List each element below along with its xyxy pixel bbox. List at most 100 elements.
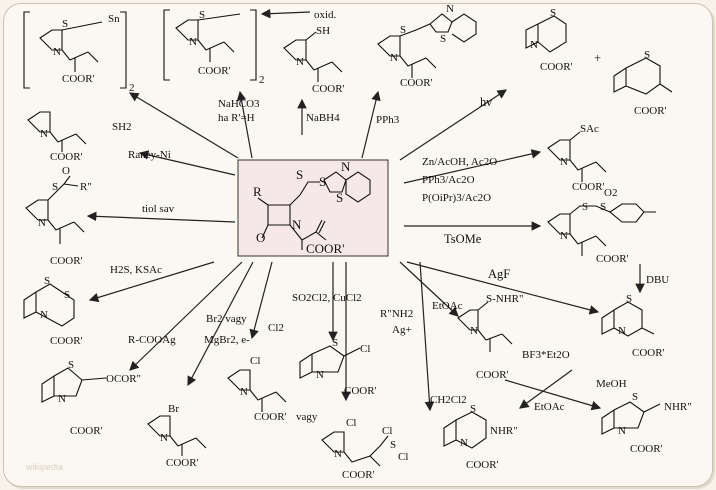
product-sulfenamide: N S-NHR" COOR'	[457, 293, 524, 381]
reagent-h2s: H2S, KSAc	[110, 264, 162, 276]
reagent-tiolsav: tiol sav	[142, 203, 175, 215]
svg-text:N: N	[40, 128, 48, 140]
svg-text:N: N	[618, 325, 626, 337]
reagent-pph3: PPh3	[376, 114, 400, 126]
reagent-rcooag: R-COOAg	[128, 334, 176, 346]
reagent-raney: Raney-Ni	[128, 149, 171, 161]
svg-text:COOR': COOR'	[198, 65, 231, 77]
svg-text:N: N	[160, 432, 168, 444]
center-ester: COOR'	[306, 241, 344, 256]
reagent-mgbr2: MgBr2, e-	[204, 334, 250, 346]
svg-text:R": R"	[80, 181, 92, 193]
svg-text:COOR': COOR'	[400, 77, 433, 89]
svg-text:COOR': COOR'	[540, 61, 573, 73]
svg-text:N: N	[38, 217, 46, 229]
svg-text:S: S	[199, 9, 205, 21]
svg-text:O: O	[62, 165, 70, 177]
svg-text:COOR': COOR'	[344, 385, 377, 397]
svg-text:NHR": NHR"	[490, 425, 518, 437]
svg-text:N: N	[390, 52, 398, 64]
svg-text:N: N	[189, 36, 197, 48]
svg-text:COOR': COOR'	[62, 73, 95, 85]
svg-text:S: S	[600, 201, 606, 213]
product-cephem-photolysis: S N COOR' + S COOR'	[525, 7, 673, 117]
product-benzothiazole-sulfide: S N COOR' N S	[377, 3, 477, 89]
reagent-rnh2: R"NH2	[380, 308, 413, 320]
svg-text:N: N	[446, 3, 454, 15]
reagent-cl2: Cl2	[268, 322, 284, 334]
reagent-etoac2: EtOAc	[534, 401, 565, 413]
reagent-zn: Zn/AcOH, Ac2O	[422, 156, 497, 168]
reagent-bf3: BF3*Et2O	[522, 349, 570, 361]
svg-text:OCOR": OCOR"	[106, 373, 141, 385]
svg-text:N: N	[240, 386, 248, 398]
reagent-ag: Ag+	[392, 324, 412, 336]
product-bromo: Br N COOR'	[147, 403, 207, 469]
svg-text:N: N	[470, 325, 478, 337]
svg-text:COOR': COOR'	[50, 335, 83, 347]
svg-text:COOR': COOR'	[634, 105, 667, 117]
product-thiosulfonate: S S O2 N COOR'	[547, 187, 656, 265]
svg-text:COOR': COOR'	[476, 369, 509, 381]
svg-text:N: N	[334, 448, 342, 460]
reagent-poipr: P(OiPr)3/Ac2O	[422, 192, 491, 204]
svg-text:S: S	[626, 293, 632, 305]
svg-text:N: N	[560, 156, 568, 168]
reagent-hv: hν	[480, 95, 492, 109]
watermark: wikipedia	[25, 462, 63, 472]
product-desulfurized: N SH2 COOR'	[27, 111, 132, 163]
reagent-nahco3: NaHCO3	[218, 98, 260, 110]
product-chloro: Cl N COOR' vagy	[227, 355, 318, 423]
svg-text:COOR': COOR'	[70, 425, 103, 437]
center-n: N	[292, 217, 302, 232]
product-dichloro-sulfenyl: Cl N Cl S Cl COOR'	[321, 417, 408, 481]
center-thiazole-n: N	[341, 159, 351, 174]
svg-text:S: S	[550, 7, 556, 19]
center-r: R	[253, 184, 262, 199]
svg-text:S: S	[632, 391, 638, 403]
svg-text:N: N	[296, 56, 304, 68]
svg-text:N: N	[460, 437, 468, 449]
svg-text:S: S	[400, 24, 406, 36]
svg-text:S: S	[44, 275, 50, 287]
reagent-nabh4: NaBH4	[306, 112, 340, 124]
svg-text:COOR': COOR'	[596, 253, 629, 265]
center-box	[237, 159, 389, 257]
svg-text:N: N	[40, 309, 48, 321]
svg-text:N: N	[316, 369, 324, 381]
svg-text:S-NHR": S-NHR"	[486, 293, 524, 305]
reagent-tsome: TsOMe	[444, 232, 482, 246]
svg-text:NHR": NHR"	[664, 401, 692, 413]
product-dithiazine: S S N COOR'	[23, 275, 83, 347]
svg-text:S: S	[332, 337, 338, 349]
svg-text:COOR': COOR'	[632, 347, 665, 359]
svg-text:S: S	[62, 18, 68, 30]
reagent-so2cl2: SO2Cl2, CuCl2	[292, 292, 362, 304]
svg-text:Cl: Cl	[250, 355, 260, 367]
product-thiol: SH N COOR'	[283, 25, 345, 95]
svg-text:COOR': COOR'	[342, 469, 375, 481]
svg-text:COOR': COOR'	[630, 443, 663, 455]
svg-text:O2: O2	[604, 187, 617, 199]
svg-text:Cl: Cl	[360, 343, 370, 355]
reagent-br2: Br2 vagy	[206, 313, 247, 325]
svg-text:S: S	[52, 181, 58, 193]
svg-text:N: N	[560, 230, 568, 242]
reagent-agf: AgF	[488, 267, 510, 281]
svg-text:SAc: SAc	[580, 123, 599, 135]
product-thioester: S O R" N COOR'	[25, 165, 92, 267]
svg-text:S: S	[440, 33, 446, 45]
reagent-pph3-ac2o: PPh3/Ac2O	[422, 174, 475, 186]
svg-text:S: S	[390, 439, 396, 451]
svg-text:SH: SH	[316, 25, 330, 37]
product-cephem: S N COOR'	[601, 293, 665, 359]
center-s1: S	[296, 167, 303, 182]
reagent-ch2cl2: CH2Cl2	[430, 394, 467, 406]
svg-text:Sn: Sn	[108, 13, 120, 25]
center-o: O	[256, 230, 265, 245]
svg-text:N: N	[53, 46, 61, 58]
svg-text:2: 2	[129, 82, 135, 94]
svg-text:+: +	[594, 51, 601, 65]
svg-text:Cl: Cl	[398, 451, 408, 463]
product-polysulfide: S Sn N COOR' 2	[23, 11, 135, 94]
